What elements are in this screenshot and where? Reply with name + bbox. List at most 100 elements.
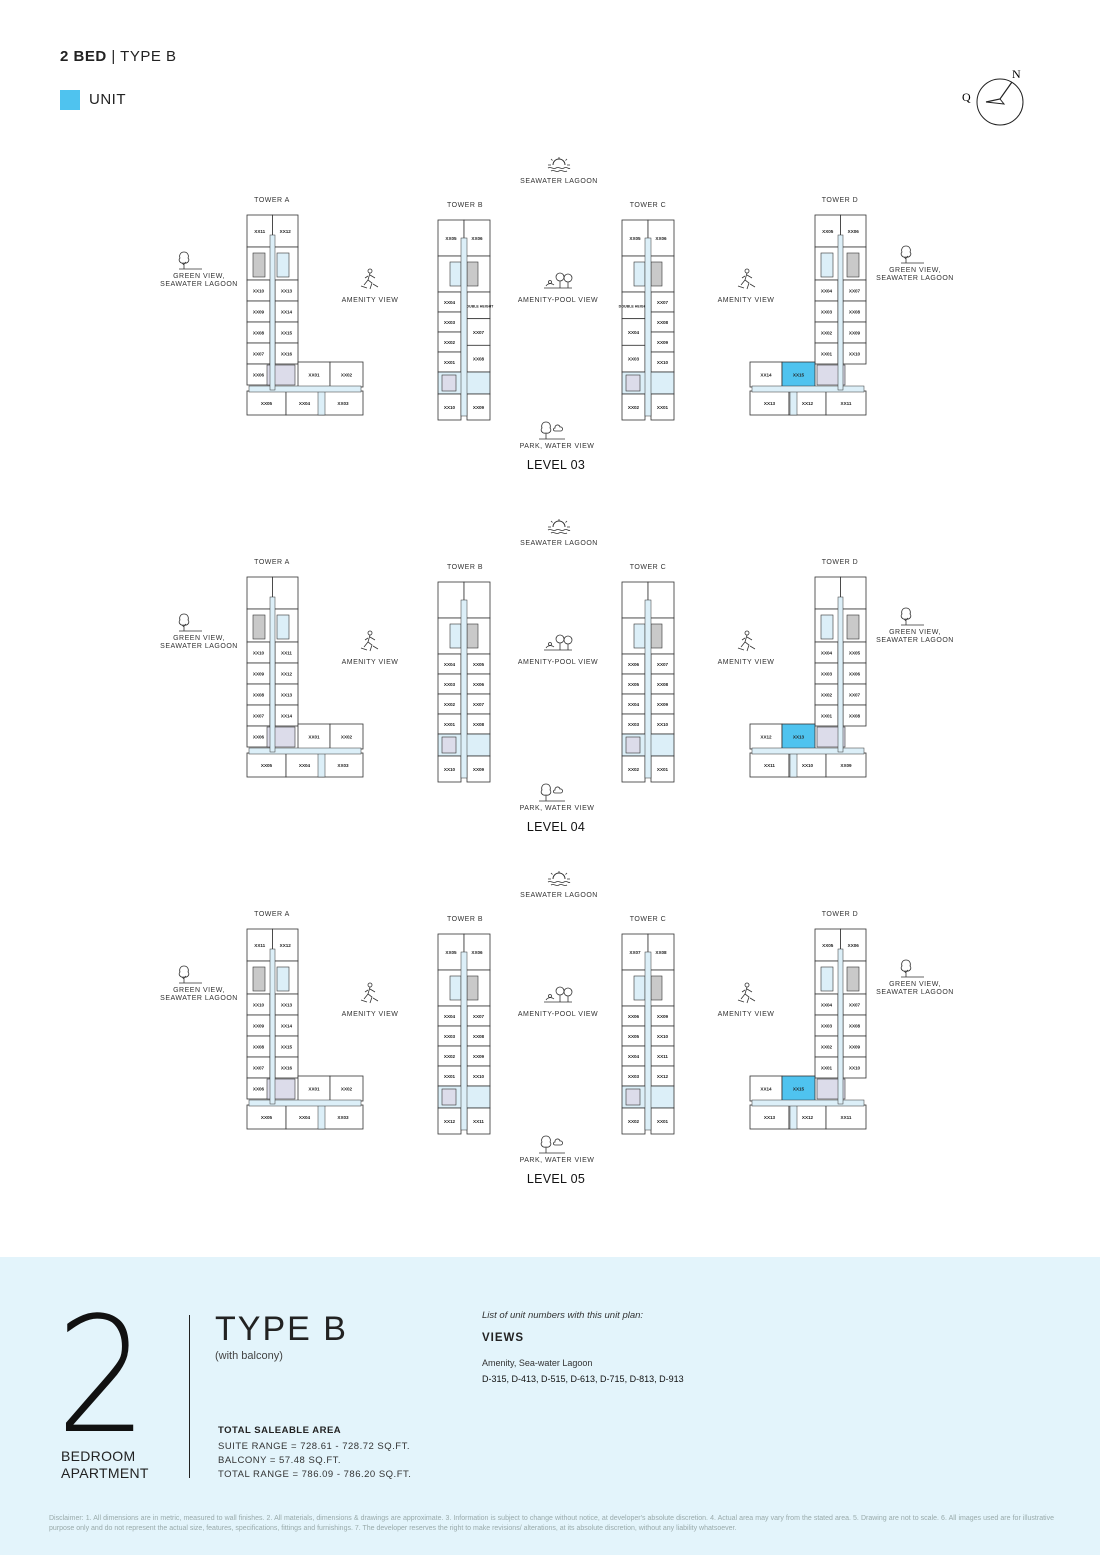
lagoon-icon [546,518,572,539]
unit-label: XX04 [444,662,456,667]
unit-label: XX04 [628,330,640,335]
unit-label: XX10 [253,1003,265,1008]
amenity-icon [358,982,380,1009]
unit-label: XX05 [822,229,834,234]
corridor [248,1099,362,1107]
view-green-right-1: GREEN VIEW, [889,981,941,988]
unit[interactable] [814,576,841,610]
unit-label: XX11 [254,229,265,234]
park-icon [537,782,567,807]
unit[interactable] [840,928,867,962]
unit-label: XX14 [760,1087,772,1092]
corridor [837,596,844,753]
unit-label: XX08 [849,714,861,719]
unit[interactable] [297,723,331,750]
unit-label: XX03 [444,682,456,687]
unit[interactable] [322,1104,364,1130]
view-green-left-2: SEAWATER LAGOON [160,995,238,1002]
view-green-right-1: GREEN VIEW, [889,267,941,274]
unit[interactable] [246,752,287,778]
corridor [269,596,276,753]
unit[interactable] [463,581,491,619]
unit-label: XX02 [444,1054,456,1059]
unit-label: XX03 [444,1034,456,1039]
unit[interactable] [329,723,364,750]
unit-label: XX08 [849,310,861,315]
unit-label: XX14 [760,373,772,378]
unit[interactable] [246,390,287,416]
corridor [837,234,844,391]
unit-label: XX08 [657,682,669,687]
amenity-icon [358,268,380,295]
highlighted-unit[interactable] [781,361,816,388]
unit-label: XX01 [444,360,456,365]
tower-d-label: TOWER D [821,911,859,918]
unit-label: XX01 [657,405,669,410]
unit[interactable] [437,581,465,619]
unit[interactable] [840,214,867,248]
unit-label: XX15 [793,373,805,378]
corridor [269,948,276,1105]
unit[interactable] [621,581,649,619]
corridor [248,385,362,393]
unit-label: XX12 [281,672,293,677]
unit-label: XX13 [281,693,293,698]
view-amenity-2: AMENITY VIEW [717,297,775,304]
unit[interactable] [246,214,273,248]
unit[interactable] [749,1104,790,1130]
unit[interactable] [647,581,675,619]
type-title: TYPE B [215,1310,348,1348]
unit-label: XX02 [821,331,833,336]
unit[interactable] [825,390,867,416]
unit[interactable] [246,576,273,610]
unit-label: XX07 [253,1066,265,1071]
unit[interactable] [814,928,841,962]
unit-label: XX03 [337,763,349,768]
unit[interactable] [297,361,331,388]
type-label: TYPE B [120,48,177,65]
unit[interactable] [272,928,299,962]
unit[interactable] [825,1104,867,1130]
tower-a-label: TOWER A [254,911,290,918]
unit-label: XX05 [261,1115,273,1120]
plan-title: 2 BED | TYPE B [60,48,177,65]
unit[interactable] [840,576,867,610]
lagoon-icon [546,156,572,177]
unit[interactable] [272,214,299,248]
unit-label: XX08 [253,693,265,698]
view-green-left-1: GREEN VIEW, [173,987,225,994]
amenity-icon [735,268,757,295]
unit-label: XX04 [821,1003,833,1008]
unit-label: XX05 [629,236,641,241]
summary-panel [0,1257,1100,1555]
unit-label: XX10 [802,763,814,768]
unit-label: XX07 [849,1003,861,1008]
unit-label: XX04 [444,300,456,305]
unit-label: XX04 [299,401,311,406]
unit-label: XX13 [764,401,776,406]
unit-label: XX01 [821,352,833,357]
unit-label: XX13 [793,735,805,740]
unit-label: XX06 [849,672,861,677]
unit-label: XX03 [444,320,456,325]
unit-label: XX09 [657,340,669,345]
unit[interactable] [272,576,299,610]
unit-label: XX15 [281,1045,293,1050]
unit[interactable] [329,361,364,388]
unit-label: XX07 [473,330,485,335]
unit[interactable] [647,933,675,971]
highlighted-unit[interactable] [781,723,816,750]
unit[interactable] [825,752,867,778]
unit[interactable] [749,390,790,416]
unit[interactable] [329,1075,364,1102]
unit[interactable] [437,219,465,257]
unit[interactable] [621,219,649,257]
unit-label: XX06 [473,682,485,687]
unit-label: DOUBLE HEIGHT [619,304,650,308]
amenity-icon [358,630,380,657]
unit-label: XX11 [764,763,775,768]
unit[interactable] [814,214,841,248]
unit-label: XX01 [657,1119,669,1124]
unit-label: XX06 [655,236,667,241]
bedroom-count: 2 [56,1282,148,1469]
